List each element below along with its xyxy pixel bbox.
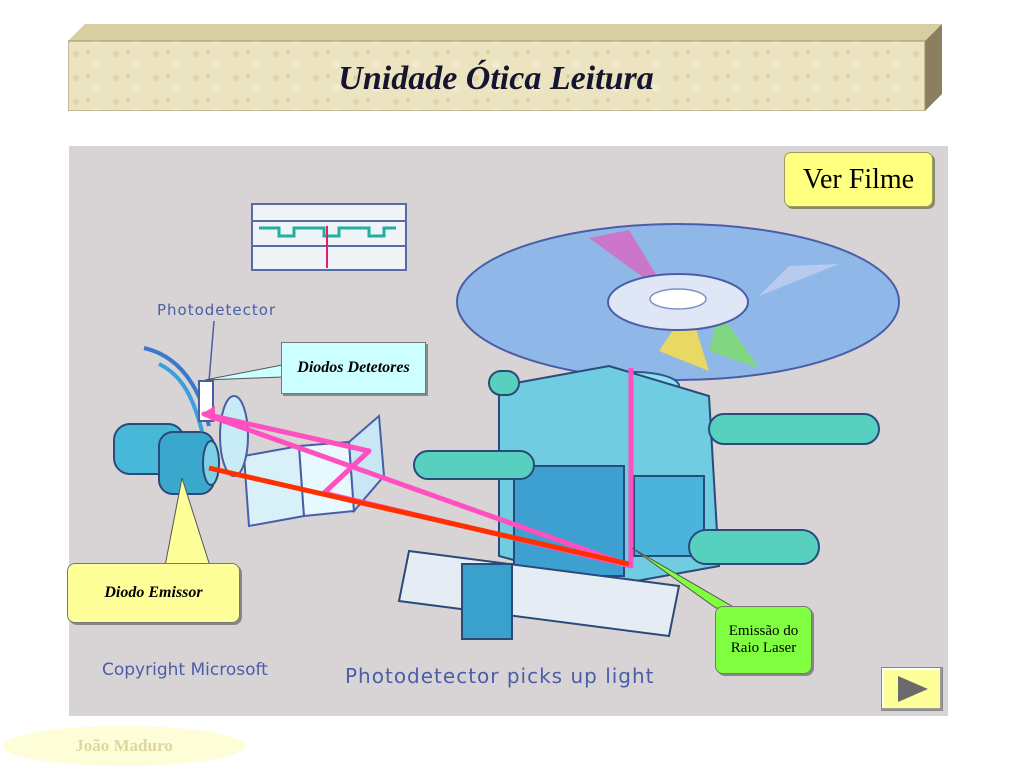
author-footer: João Maduro [3,726,245,766]
guide-rails [397,370,880,640]
optical-unit-illustration: Photodetector Photodetector picks up lig… [69,146,948,716]
callout-emissao-line1: Emissão do [728,623,799,639]
play-arrow-icon [898,676,928,702]
title-banner: Unidade Ótica Leitura [68,24,942,111]
copyright-text: Copyright Microsoft [102,660,268,680]
callout-diodos-detetores: Diodos Detetores [281,342,426,394]
callout-diodos-detetores-text: Diodos Detetores [297,359,410,376]
laser-path-emission [208,465,630,567]
next-slide-button[interactable] [881,667,943,711]
callout-diodo-emissor-text: Diodo Emissor [104,584,203,601]
callout-emissao-line2: Raio Laser [730,640,797,656]
cd-disc [456,223,900,381]
photodetector-label: Photodetector [157,301,277,319]
figure-caption: Photodetector picks up light [345,664,655,688]
laser-diode-emitter [113,423,220,495]
laser-sled [498,364,721,588]
callout-emissao-raio-laser: Emissão do Raio Laser [715,606,812,674]
ver-filme-button[interactable]: Ver Filme [784,152,933,207]
callout-diodo-emissor: Diodo Emissor [67,563,240,623]
page-title: Unidade Ótica Leitura [338,60,654,97]
groove-inset [251,203,407,271]
